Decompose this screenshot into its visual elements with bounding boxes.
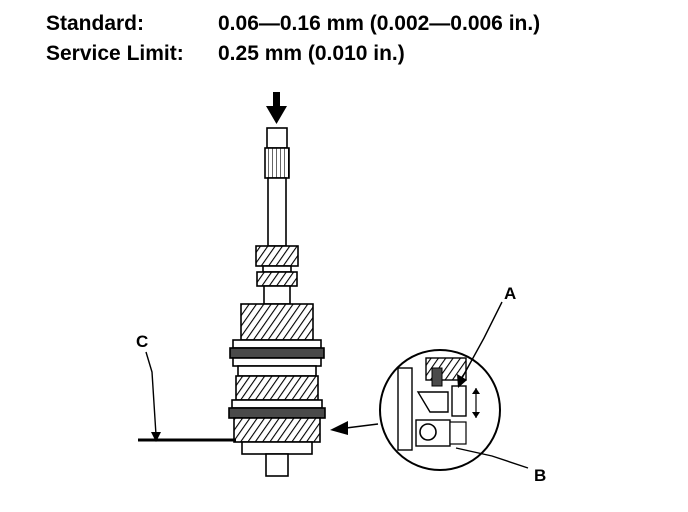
standard-label: Standard: [46,12,145,35]
callout-b-label: B [534,466,547,485]
service-limit-value: 0.25 mm (0.010 in.) [218,42,405,65]
press-force-arrow [266,92,287,124]
callout-c-leader [145,351,161,442]
mainshaft-assembly [228,127,326,477]
callout-b-leader [455,447,529,469]
detail-pointer-arrow [330,421,379,435]
service-limit-label: Service Limit: [46,42,184,65]
callout-a-leader [457,301,503,388]
callout-c-label: C [136,332,149,351]
callout-a-label: A [504,284,517,303]
standard-value: 0.06—0.16 mm (0.002—0.006 in.) [218,12,541,35]
detail-magnifier [379,349,501,471]
